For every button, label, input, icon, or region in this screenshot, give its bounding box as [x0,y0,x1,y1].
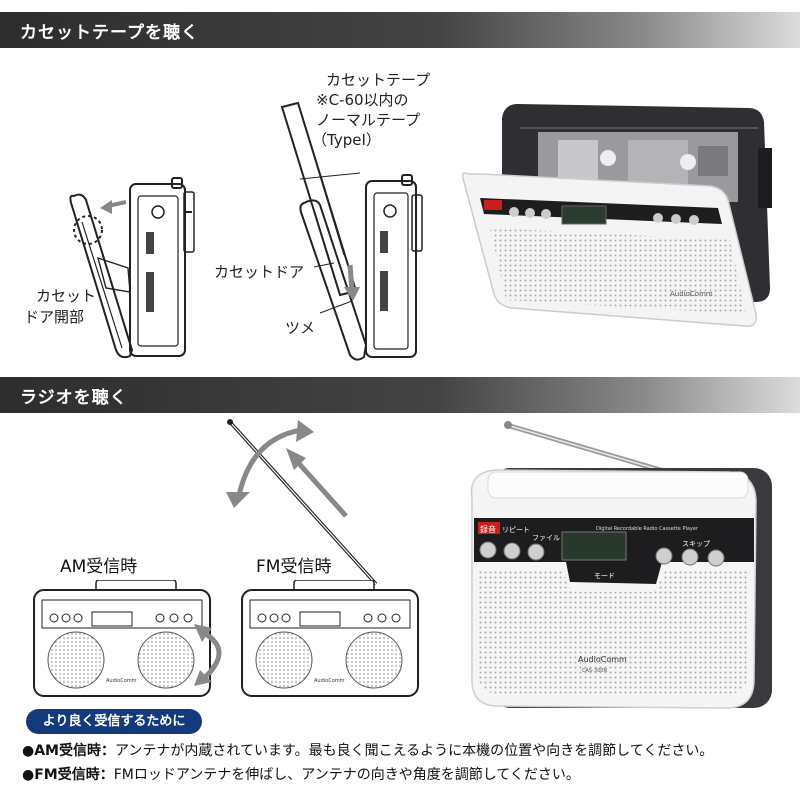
fm-front-drawing: AudioComm [241,580,419,697]
label-fm-reception: FM受信時 [256,557,332,577]
photo2-file-label: ファイル [532,534,560,542]
section-title-cassette: カセットテープを聴く [20,23,199,43]
note-fm-text: FMロッドアンテナを伸ばし、アンテナの向きや角度を調節してください。 [113,767,580,783]
label-tape-spec-1: ※C-60以内の [316,91,409,109]
note-am: ●AM受信時：アンテナが内蔵されています。最も良く聞こえるように本機の位置や向き… [22,740,713,760]
side-view-tape-insert-illustration [280,101,423,361]
label-cassette-tape: カセットテープ [326,71,431,89]
photo2-record-label: 録音 [480,524,496,534]
side-view-door-open-illustration [69,177,195,359]
section-title-radio: ラジオを聴く [20,388,128,408]
label-claw: ツメ [285,319,316,337]
player-photo-door-open: AudioComm [461,104,772,327]
reception-tips-tag: より良く受信するために [26,709,202,734]
am-drawing-brand: AudioComm [106,678,137,684]
label-door-open-2: ドア開部 [24,308,85,326]
label-cassette-door: カセットドア [214,263,305,281]
photo2-model: CAS-300N [582,668,607,674]
note-fm-head: ●FM受信時： [22,767,114,783]
note-am-head: ●AM受信時： [22,743,115,759]
am-rotation-arrow [194,624,222,686]
label-am-reception: AM受信時 [60,557,138,577]
fm-drawing-brand: AudioComm [314,678,345,684]
label-tape-spec-3: （TypeⅠ） [312,131,381,149]
am-front-drawing: AudioComm [33,580,211,697]
label-tape-spec-2: ノーマルテープ [316,111,421,129]
label-door-open-1: カセット [36,287,97,305]
note-am-text: アンテナが内蔵されています。最も良く聞こえるように本機の位置や向きを調節してくだ… [114,743,714,759]
note-fm: ●FM受信時：FMロッドアンテナを伸ばし、アンテナの向きや角度を調節してください… [22,764,580,784]
photo2-model-line: Digital Recordable Radio Cassette Player [596,526,699,532]
section-banner-radio: ラジオを聴く [0,377,800,413]
player-photo-antenna: 録音 リピート ファイル Digital Recordable Radio Ca… [470,421,772,709]
antenna-rotation-diagram [226,419,378,586]
section-banner-cassette: カセットテープを聴く [0,12,800,48]
photo1-brand: AudioComm [670,290,713,298]
photo2-mode-label: モード [594,572,615,580]
photo2-skip-label: スキップ [682,540,710,548]
photo2-brand: AudioComm [578,655,627,664]
photo2-repeat-label: リピート [502,526,530,534]
